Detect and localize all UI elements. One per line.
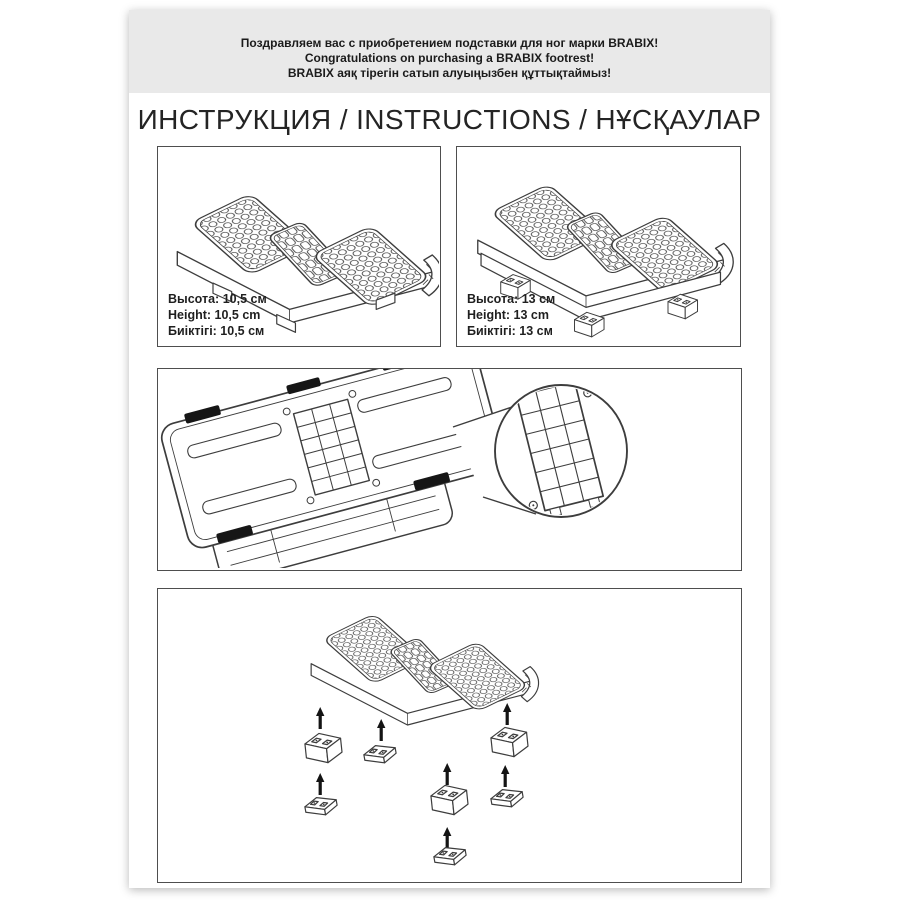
- up-arrow: [501, 765, 510, 787]
- page-title: ИНСТРУКЦИЯ / INSTRUCTIONS / НҰСҚАУЛАР: [137, 104, 762, 135]
- banner-line-ru: Поздравляем вас с приобретением подставк…: [240, 36, 659, 50]
- rubber-corner-pads: [184, 369, 450, 544]
- height-label-low: Высота: 10,5 см Height: 10,5 cm Биіктігі…: [168, 292, 267, 338]
- footrest-underside-illustration: [160, 369, 628, 568]
- banner-line-kz: BRABIX аяқ тірегін сатып алуыңызбен құтт…: [287, 66, 612, 80]
- instruction-sheet: Поздравляем вас с приобретением подставк…: [129, 10, 770, 888]
- banner-line-en: Congratulations on purchasing a BRABIX f…: [304, 51, 595, 65]
- up-arrow: [377, 719, 386, 741]
- feet-assembly-illustration: [303, 613, 540, 869]
- up-arrow: [316, 773, 325, 795]
- flat-pad: [362, 741, 399, 767]
- footrest-bottom-view: [160, 369, 504, 568]
- up-arrow: [316, 707, 325, 729]
- panel-feet-assembly: [157, 588, 742, 883]
- panel-mechanism-detail: [157, 368, 742, 571]
- flat-pad: [432, 843, 469, 869]
- block-foot: [303, 730, 344, 766]
- magnifier-callout: [452, 384, 628, 529]
- up-arrow: [503, 703, 512, 725]
- congratulations-banner: Поздравляем вас с приобретением подставк…: [129, 10, 770, 93]
- panel-height-13: Высота: 13 см Height: 13 cm Биіктігі: 13…: [456, 146, 741, 347]
- panel-height-105: Высота: 10,5 см Height: 10,5 cm Биіктігі…: [157, 146, 441, 347]
- height-label-high: Высота: 13 см Height: 13 cm Биіктігі: 13…: [467, 292, 556, 338]
- block-foot: [429, 782, 470, 818]
- up-arrow: [443, 827, 452, 849]
- block-foot: [489, 724, 530, 760]
- flat-pad: [303, 793, 340, 819]
- up-arrow: [443, 763, 452, 785]
- flat-pad: [489, 785, 526, 811]
